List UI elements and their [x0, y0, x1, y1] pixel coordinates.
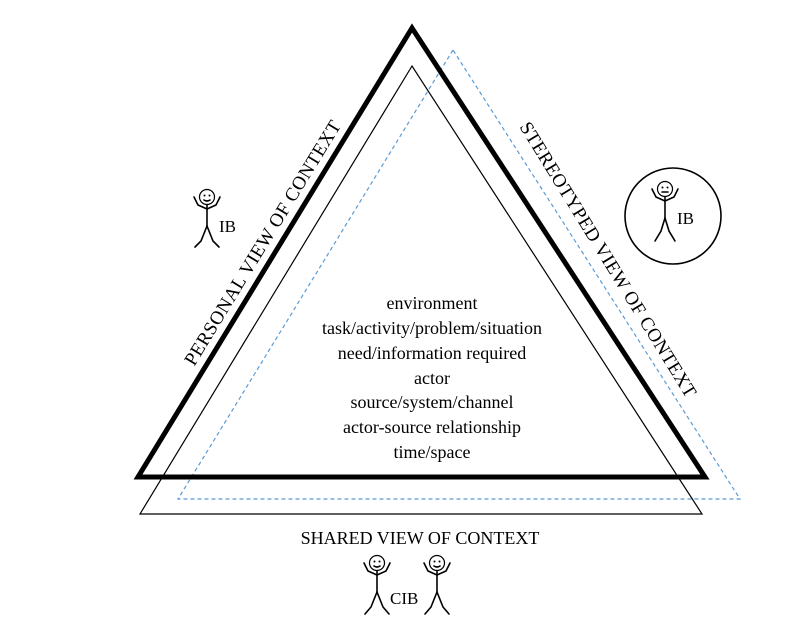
stereotyped-view-label: STEREOTYPED VIEW OF CONTEXT [515, 118, 701, 401]
concept-relationship: actor-source relationship [343, 417, 521, 437]
shared-cib-label: CIB [390, 589, 418, 608]
shared-view-triangle [138, 64, 704, 515]
shared-cib-figures: CIB [363, 554, 451, 615]
center-concepts: environment task/activity/problem/situat… [322, 293, 542, 462]
stick-figure-icon [363, 554, 391, 615]
stereotyped-ib-figure: IB [624, 167, 722, 265]
concept-environment: environment [387, 293, 478, 313]
stereotype-circle [624, 167, 722, 265]
concept-source: source/system/channel [351, 392, 514, 412]
stick-figure-icon [651, 180, 679, 242]
stereotyped-ib-label: IB [677, 209, 694, 228]
concept-need: need/information required [338, 343, 526, 363]
shared-view-label: SHARED VIEW OF CONTEXT [301, 528, 540, 548]
concept-task: task/activity/problem/situation [322, 318, 542, 338]
personal-ib-figure: IB [193, 188, 236, 248]
stick-figure-icon [423, 554, 451, 615]
concept-actor: actor [414, 368, 450, 388]
stereotyped-view-triangle [176, 48, 742, 500]
personal-ib-label: IB [219, 217, 236, 236]
concept-time-space: time/space [394, 442, 471, 462]
personal-view-triangle [133, 23, 710, 480]
stick-figure-icon [193, 188, 221, 248]
